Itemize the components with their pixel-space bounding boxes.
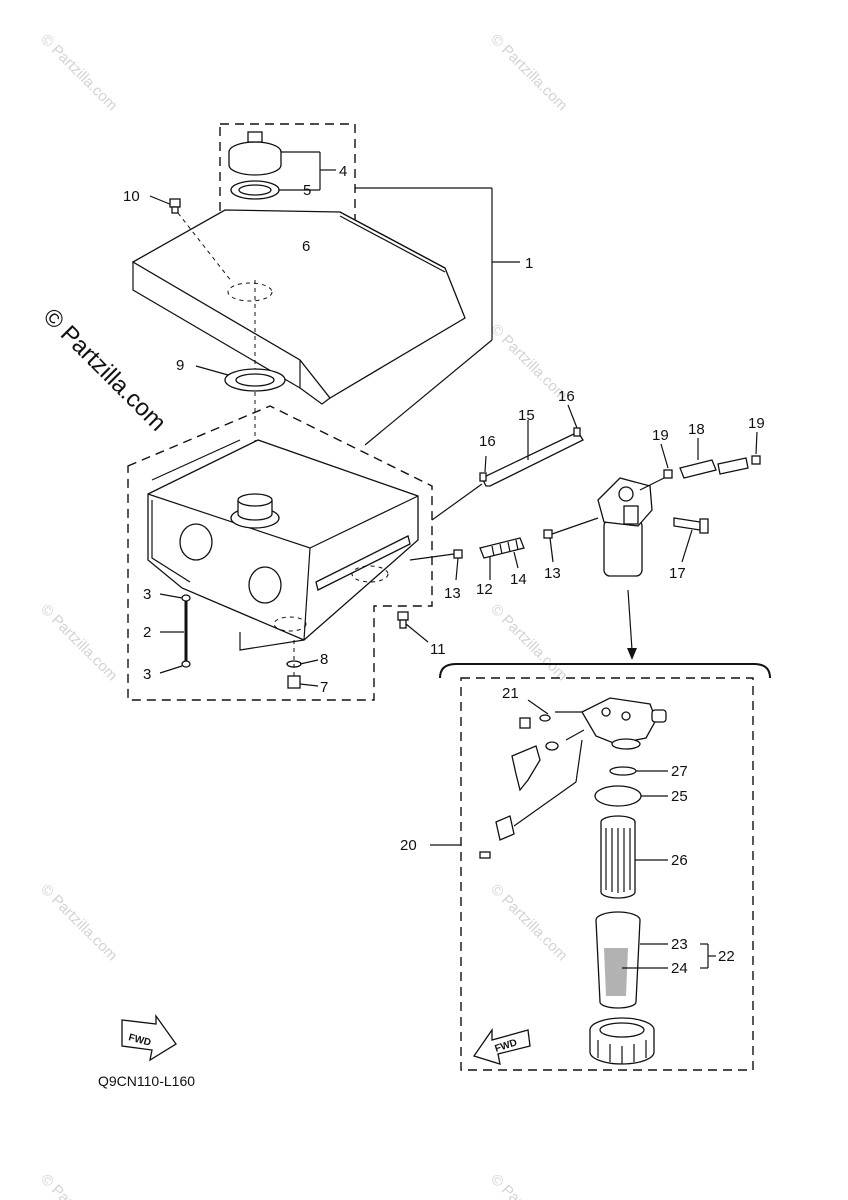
- callout-5: 5: [303, 182, 311, 199]
- callout-16: 16: [558, 388, 575, 405]
- callout-7: 7: [320, 679, 328, 696]
- callout-3: 3: [143, 666, 151, 683]
- tank-cover: [131, 209, 466, 520]
- callout-labels: 1 2 3 3 4 5 6 7 8 9 10 11 12 13 13 14 15…: [123, 163, 765, 977]
- callout-10: 10: [123, 188, 140, 205]
- callout-9: 9: [176, 357, 184, 374]
- callout-22: 22: [718, 948, 735, 965]
- watermark: © Partzilla.com: [37, 1171, 120, 1200]
- bolt-11: [397, 611, 429, 643]
- fwd-arrow-right: FWD: [472, 1027, 531, 1065]
- watermark: © Partzilla.com: [37, 881, 120, 964]
- callout-20: 20: [400, 837, 417, 854]
- bolt-10: [149, 195, 233, 283]
- fwd-arrow-left: FWD: [121, 1013, 177, 1062]
- callout-14: 14: [510, 571, 527, 588]
- callout-2: 2: [143, 624, 151, 641]
- watermark: © Partzilla.com: [487, 31, 570, 114]
- callout-13: 13: [544, 565, 561, 582]
- callout-16: 16: [479, 433, 496, 450]
- watermark: © Partzilla.com: [487, 881, 570, 964]
- callout-15: 15: [518, 407, 535, 424]
- group-1-bracket: [355, 187, 520, 446]
- callout-1: 1: [525, 255, 533, 272]
- gasket-9: [195, 365, 286, 392]
- watermark: © Partzilla.com: [37, 601, 120, 684]
- fuel-filter-assembly: [597, 431, 761, 660]
- fuel-hose-15: [431, 404, 584, 521]
- hose-12-14: [409, 517, 599, 581]
- callout-24: 24: [671, 960, 688, 977]
- callout-3: 3: [143, 586, 151, 603]
- callout-13: 13: [444, 585, 461, 602]
- diagram-code: Q9CN110-L160: [98, 1073, 195, 1089]
- callout-21: 21: [502, 685, 519, 702]
- filter-exploded-view: [430, 663, 771, 1071]
- callout-26: 26: [671, 852, 688, 869]
- callout-8: 8: [320, 651, 328, 668]
- watermark: © Partzilla.com: [487, 601, 570, 684]
- callout-17: 17: [669, 565, 686, 582]
- watermark: © Partzilla.com: [37, 31, 120, 114]
- watermark: © Partzilla.com: [487, 1171, 570, 1200]
- callout-19: 19: [748, 415, 765, 432]
- fuel-tank-assembly: [127, 405, 433, 701]
- callout-12: 12: [476, 581, 493, 598]
- callout-4: 4: [339, 163, 347, 180]
- watermark-large: © Partzilla.com: [38, 303, 171, 436]
- callout-27: 27: [671, 763, 688, 780]
- callout-23: 23: [671, 936, 688, 953]
- callout-6: 6: [302, 238, 310, 255]
- callout-11: 11: [430, 641, 446, 658]
- callout-18: 18: [688, 421, 705, 438]
- callout-19: 19: [652, 427, 669, 444]
- callout-25: 25: [671, 788, 688, 805]
